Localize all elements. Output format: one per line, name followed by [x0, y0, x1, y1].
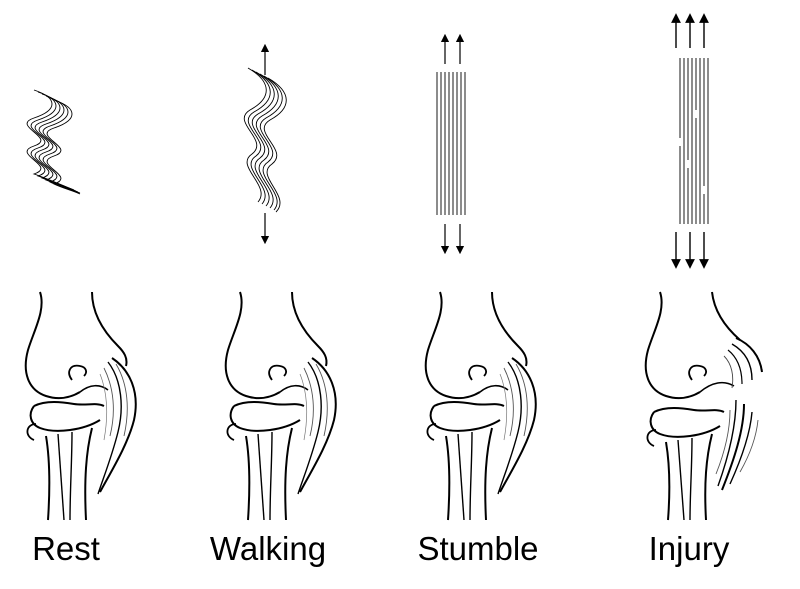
stage-injury	[644, 13, 763, 521]
fiber-bundle-straight	[437, 72, 465, 215]
stage-label-walking: Walking	[209, 530, 327, 567]
stage-label-injury: Injury	[648, 530, 730, 567]
knee-joint	[224, 291, 337, 521]
fiber-bundle-crimped	[27, 90, 80, 194]
stage-walking	[224, 43, 337, 521]
knee-joint	[424, 291, 537, 521]
stage-label-stumble: Stumble	[417, 530, 539, 567]
stage-label-rest: Rest	[32, 530, 100, 567]
fiber-bundle-stretched	[244, 68, 286, 212]
stage-rest	[24, 90, 137, 521]
knee-joint-injured	[644, 291, 763, 521]
stage-stumble	[424, 33, 537, 521]
fiber-bundle-torn	[680, 58, 708, 224]
knee-joint	[24, 291, 137, 521]
